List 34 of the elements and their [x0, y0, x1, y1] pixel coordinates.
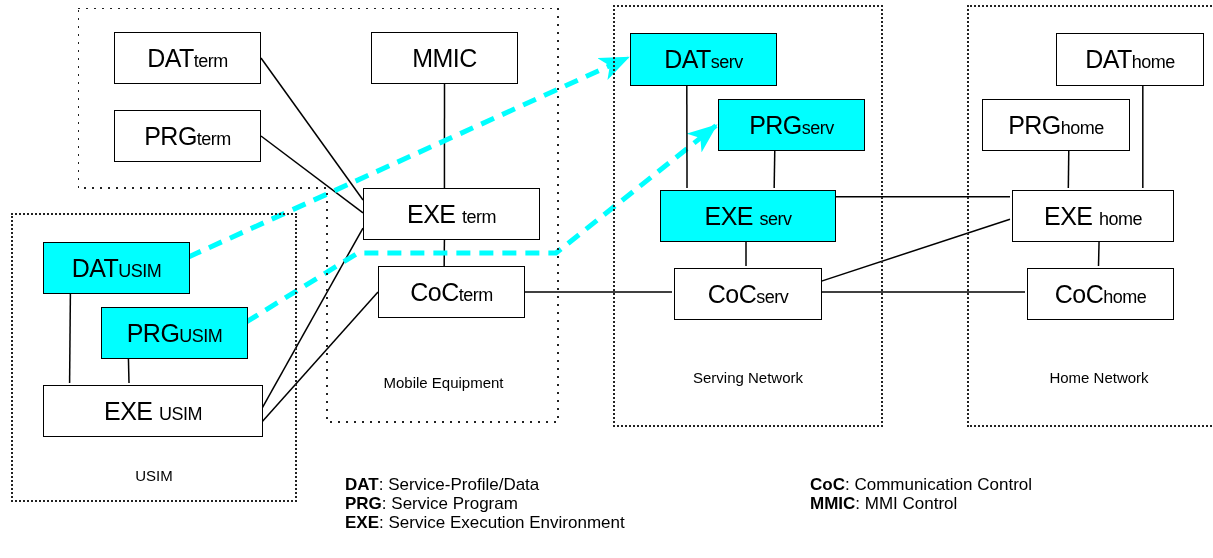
component-box [718, 99, 865, 151]
component-box [1027, 268, 1174, 320]
component-box [371, 32, 518, 84]
component-box [630, 33, 777, 86]
region-label: Mobile Equipment [382, 374, 505, 391]
component-box [674, 268, 822, 320]
component-label: MMIC [412, 43, 477, 73]
dotted-boundary [11, 213, 297, 502]
connector-line [524, 291, 673, 293]
connector-line [443, 83, 446, 189]
legend-note: CoC: Communication Control [810, 475, 1033, 495]
region-label: USIM [134, 467, 174, 484]
component-box [660, 190, 836, 242]
dotted-boundary [967, 5, 1213, 427]
connector-line [260, 135, 364, 214]
component-box [378, 266, 525, 318]
connector-line [260, 57, 364, 201]
component-box [101, 307, 248, 359]
component-box [43, 242, 190, 294]
component-box [114, 32, 261, 84]
connector-line [443, 239, 446, 267]
dotted-boundary [613, 5, 883, 427]
region-label: Home Network [1048, 369, 1150, 386]
component-box [1056, 33, 1204, 86]
component-box [982, 99, 1130, 151]
legend-note: DAT: Service-Profile/Data [345, 475, 540, 495]
legend-note: PRG: Service Program [345, 494, 518, 514]
legend-note: EXE: Service Execution Environment [345, 513, 625, 533]
region-label: Serving Network [691, 369, 804, 386]
component-box [363, 188, 540, 240]
legend-note: MMIC: MMI Control [810, 494, 958, 514]
component-box [1012, 190, 1174, 242]
component-box [43, 385, 263, 437]
component-box [114, 110, 261, 162]
